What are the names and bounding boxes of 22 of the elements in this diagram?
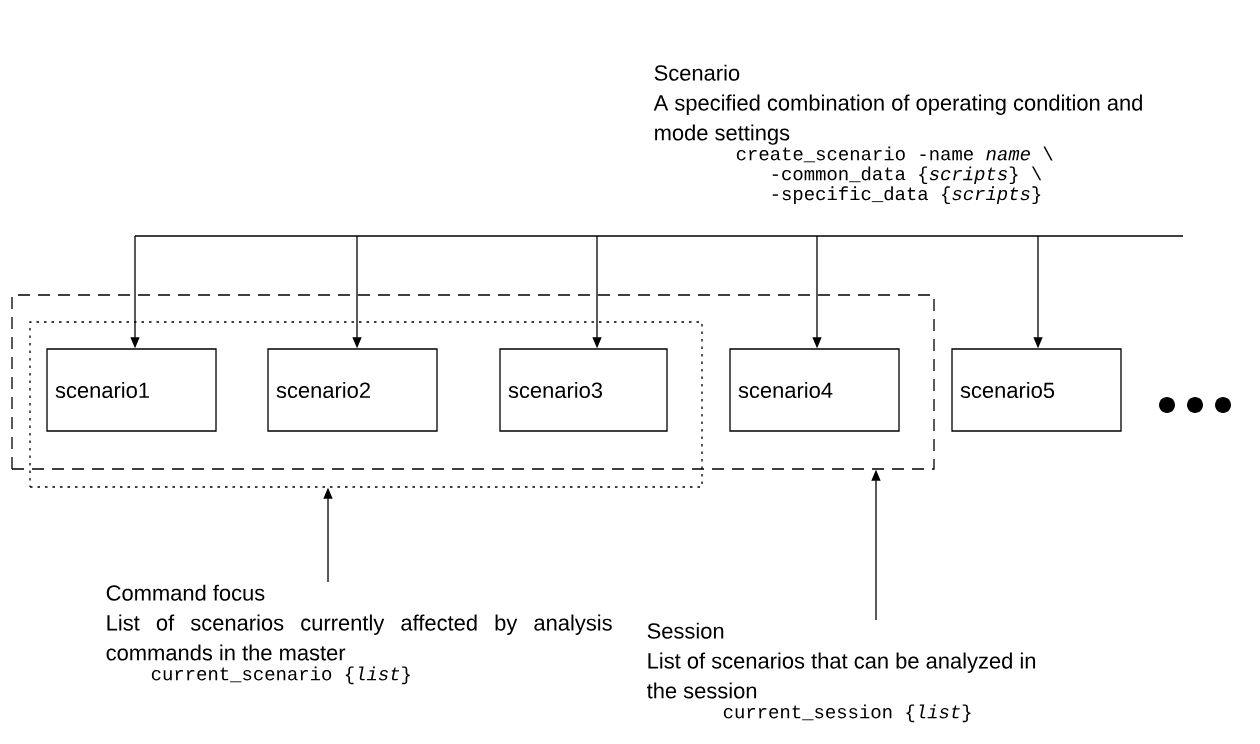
heading-text: Scenario [654,64,740,81]
scenario-label: scenario4 [738,381,833,399]
scenario-label: scenario3 [508,381,603,399]
scenario-box [267,348,438,432]
heading-text: Session [647,622,724,639]
description-text: List of scenarios that can be analyzed in the session [647,652,1036,699]
dashed-boundary [11,294,935,470]
scenario-label: scenario1 [55,381,149,399]
command-text: current_session {list} [723,704,971,723]
scenario-box [46,348,217,432]
scenario-box [499,348,668,432]
scenario-label: scenario2 [276,381,370,399]
command-text: current_scenario {list} [151,666,410,685]
dotted-boundary [29,321,703,488]
scenario-box [729,348,900,432]
description-text: A specified combination of operating condition and mode settings [653,94,1142,145]
scenario-label: scenario5 [960,381,1055,399]
bus-line [134,235,1184,237]
description-text: List of scenarios currently affected by analysis commands in the master [106,614,612,661]
scenario-box [951,348,1122,432]
heading-text: Command focus [106,584,265,601]
command-text: create_scenario -name name \ -common_data {scripts} \ -specific_data {scripts} [736,146,1053,204]
